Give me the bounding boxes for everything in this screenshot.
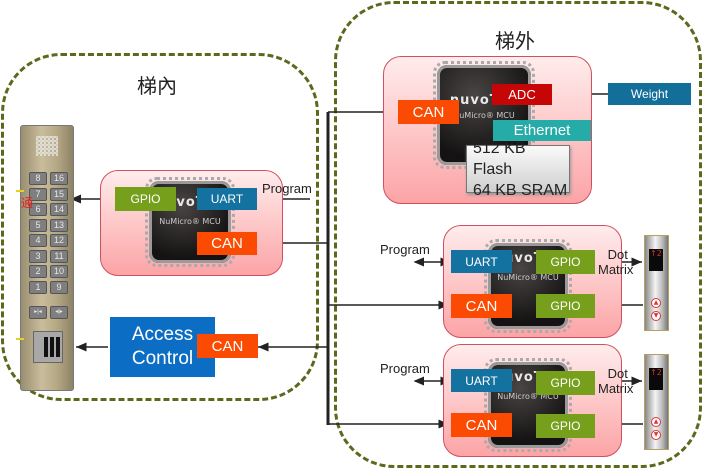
hall1-gpio-out-block: GPIO [536,250,595,274]
access-control-line1: Access [131,324,194,345]
hall2-program-label: Program [380,361,430,376]
hall1-gpio-in-block: GPIO [536,294,595,318]
floor-key-10[interactable]: 10 [50,265,68,278]
floor-key-11[interactable]: 11 [50,249,68,263]
car-program-label: Program [262,181,312,196]
main-ethernet-block: Ethernet [493,120,591,141]
floor-key-12[interactable]: 12 [50,234,68,247]
hall1-down-button[interactable]: ▼ [651,311,661,321]
door-open-key[interactable]: ▸|◂ [29,306,47,319]
hall1-can-block: CAN [451,294,512,318]
main-adc-block: ADC [492,84,552,105]
car-uart-block: UART [197,188,257,210]
hall1-call-panel: ↑2 ▲ ▼ [644,235,669,331]
hall2-down-button[interactable]: ▼ [651,430,661,440]
floor-key-16[interactable]: 16 [50,172,68,185]
floor-key-2[interactable]: 2 [29,265,47,278]
car-can-block: CAN [197,232,257,255]
hall1-uart-block: UART [451,250,512,273]
hall2-up-button[interactable]: ▲ [651,417,661,427]
car-gpio-block: GPIO [115,187,176,211]
hall2-can-block: CAN [451,413,512,437]
access-keypad[interactable] [33,331,63,363]
hall2-uart-block: UART [451,369,512,392]
main-can-block: CAN [398,100,459,124]
floor-key-13[interactable]: 13 [50,218,68,232]
floor-key-1[interactable]: 1 [29,280,47,294]
door-close-key[interactable]: ◂|▸ [50,306,68,319]
floor-key-15[interactable]: 15 [50,187,68,201]
panel-annotation: 通 [21,196,34,210]
memory-flash: 512 KB Flash [473,139,526,178]
floor-key-6[interactable]: 6 [29,203,47,216]
floor-key-5[interactable]: 5 [29,218,47,232]
floor-key-7[interactable]: 7 [29,187,47,201]
car-operating-panel: ▸|◂ ◂|▸ 8 7 6 5 4 3 2 1 16 15 14 13 12 11 10 9 [20,125,74,391]
keypad-marker [16,338,24,340]
weight-sensor-block: Weight [608,83,691,105]
hall2-dot-matrix-display: ↑2 [649,368,663,390]
panel-marker [16,190,24,192]
floor-key-4[interactable]: 4 [29,234,47,247]
hall2-gpio-in-block: GPIO [536,414,595,438]
inside-car-zone [1,53,319,401]
access-can-block: CAN [197,334,258,358]
hall1-program-label: Program [380,242,430,257]
floor-key-8[interactable]: 8 [29,172,47,185]
access-control-line2: Control [131,348,194,369]
hall1-dot-label: Dot Matrix [598,247,634,277]
outside-car-zone-title: 梯外 [495,29,535,53]
inside-car-zone-title: 梯內 [137,74,177,98]
hall1-dot-matrix-display: ↑2 [649,249,663,271]
main-memory-block: 512 KB Flash 64 KB SRAM [466,140,570,199]
floor-key-9[interactable]: 9 [50,280,68,294]
hall2-gpio-out-block: GPIO [536,371,595,395]
floor-key-14[interactable]: 14 [50,203,68,216]
floor-key-3[interactable]: 3 [29,249,47,263]
outside-car-zone [334,1,702,468]
hall2-call-panel: ↑2 ▲ ▼ [644,354,669,450]
memory-sram: 64 KB SRAM [473,181,568,199]
hall2-dot-label: Dot Matrix [598,366,634,396]
hall1-up-button[interactable]: ▲ [651,298,661,308]
speaker-grille [36,136,58,156]
